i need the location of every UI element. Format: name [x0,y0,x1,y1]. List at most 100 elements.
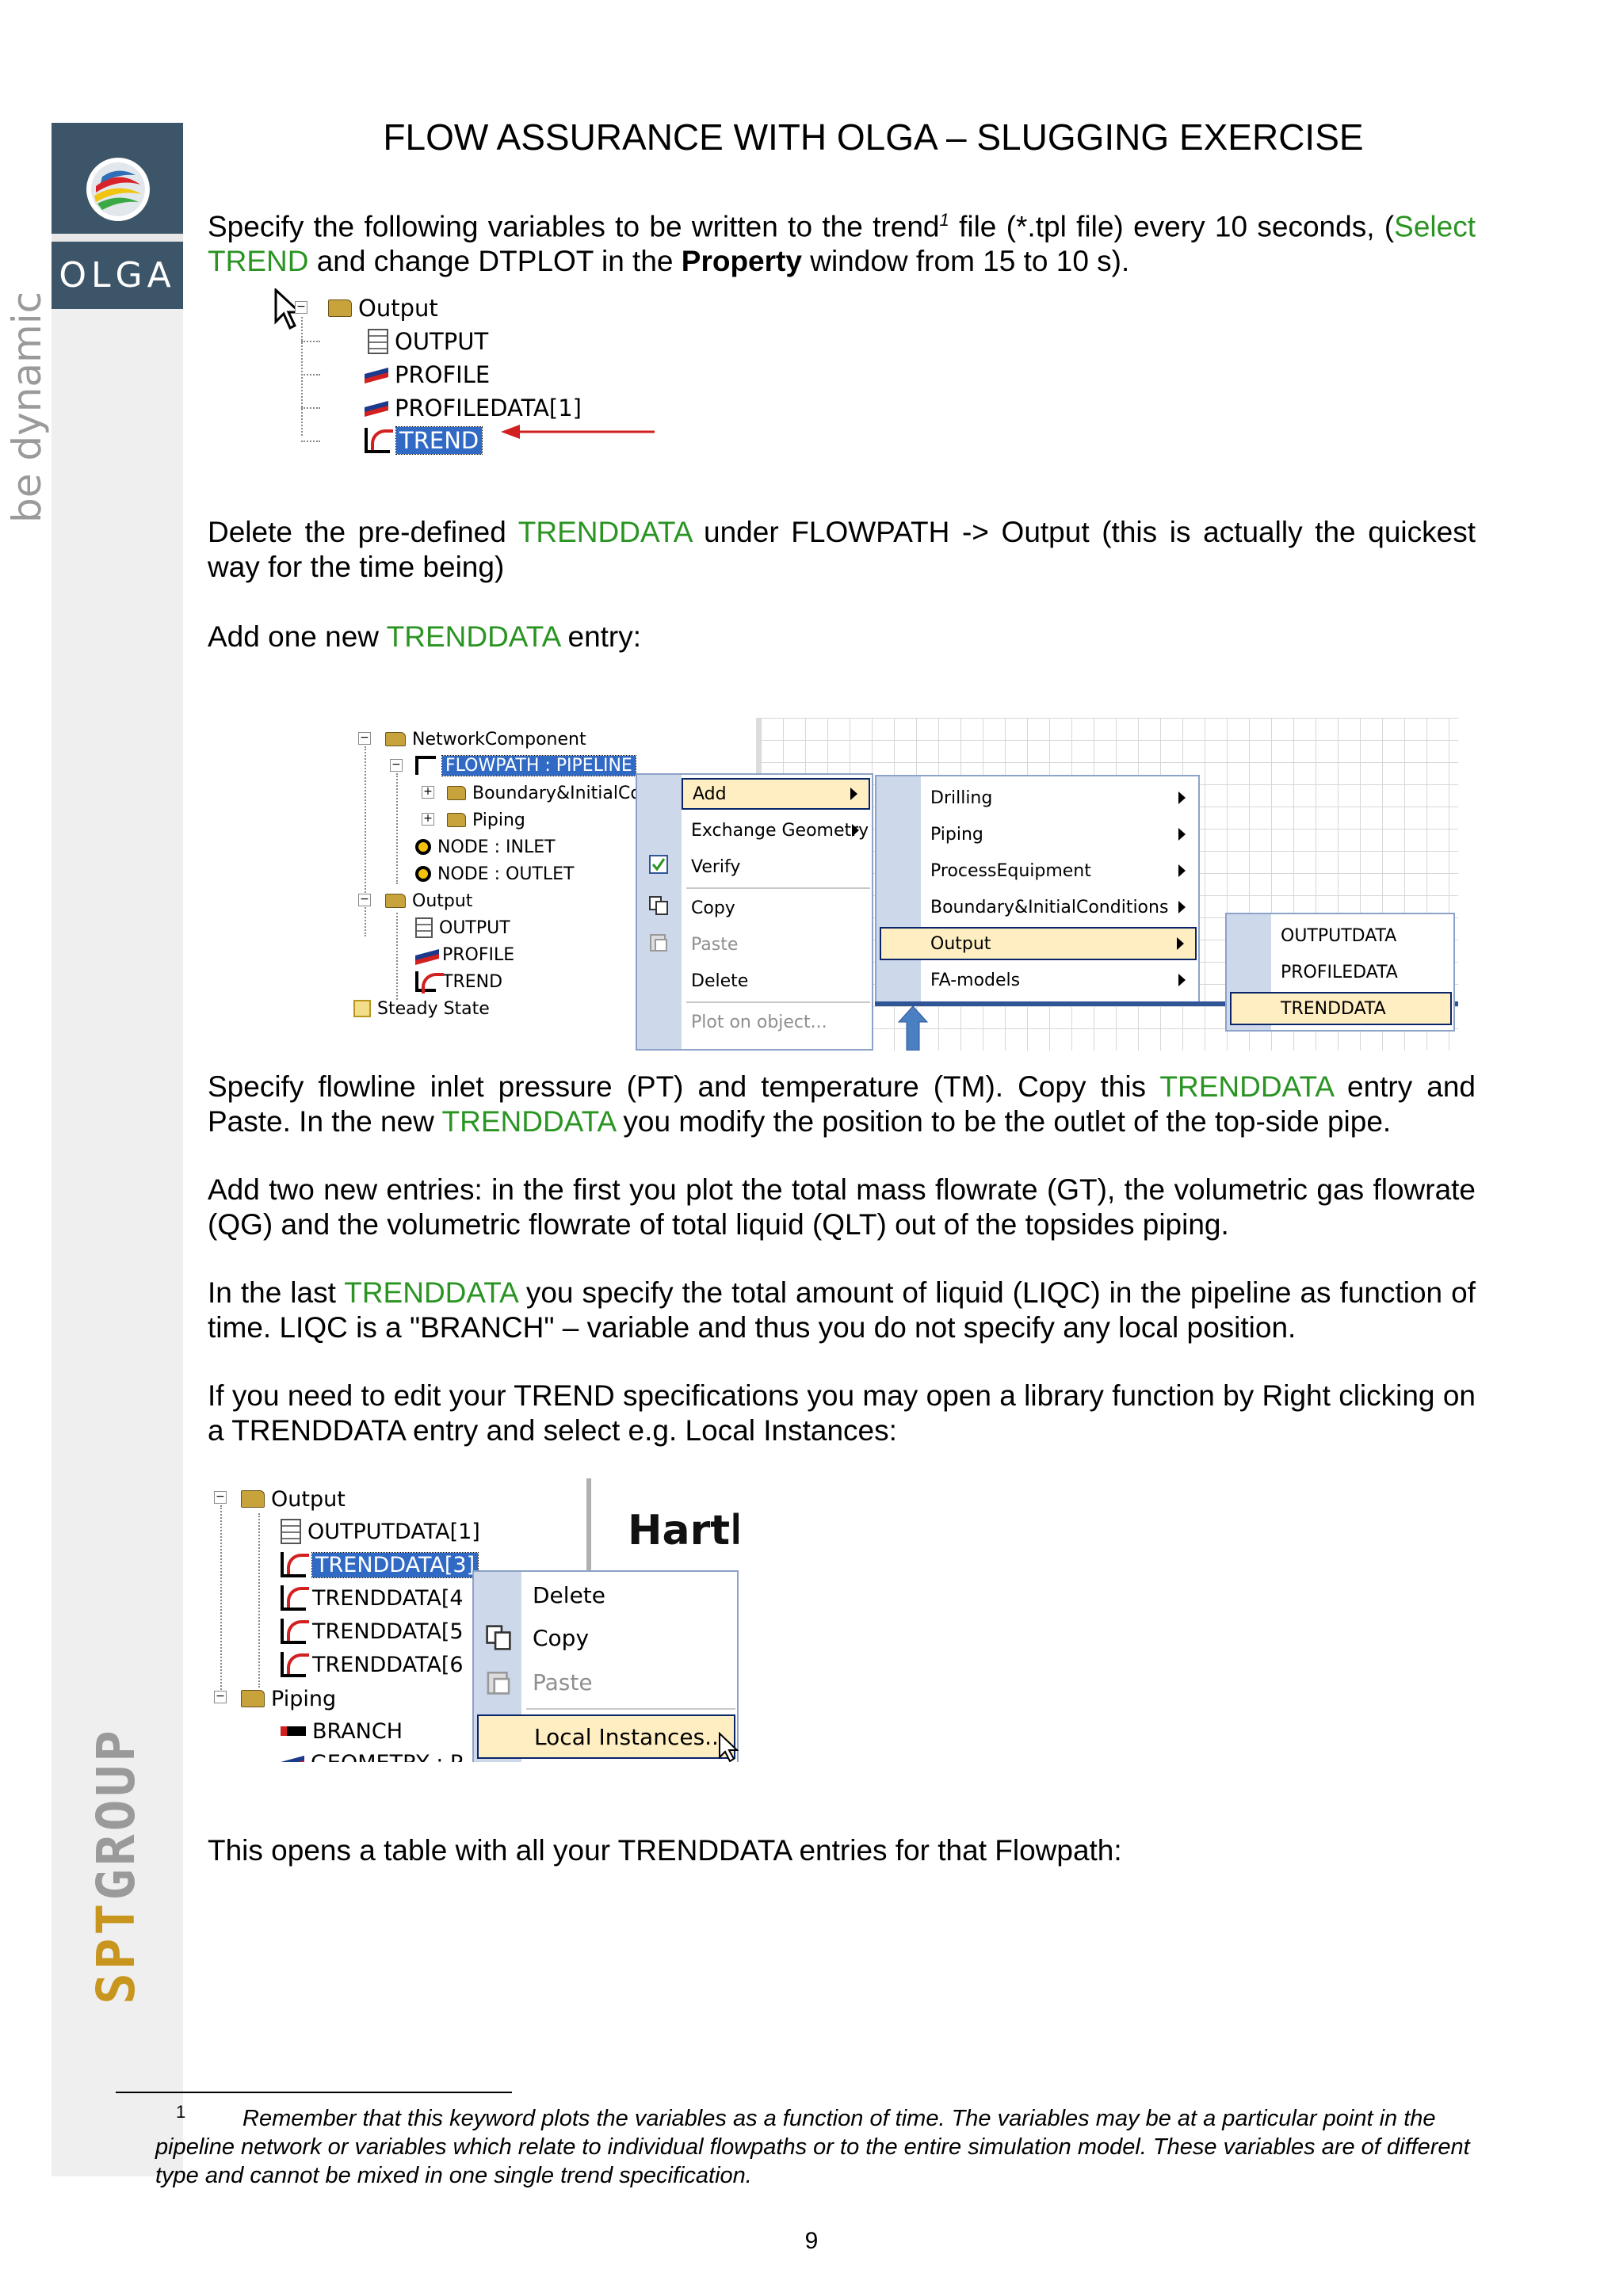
menu-item-output[interactable]: Output [880,927,1197,960]
menu-item-local-instances[interactable]: Local Instances... [477,1714,735,1759]
footnote-mark: 1 [176,2102,186,2122]
menu-item-plot-on-object[interactable]: Plot on object... [691,1012,827,1032]
footnote-ref: 1 [939,210,949,230]
screenshot-add-menu: − NetworkComponent − FLOWPATH : PIPELINE… [349,718,1458,1051]
paragraph-edit-trend: If you need to edit your TREND specifica… [208,1379,1476,1447]
tree-item-node-inlet[interactable]: NODE : INLET [415,835,556,859]
tree-item-profile[interactable]: PROFILE [365,360,490,390]
profile-icon [415,946,436,963]
tree-item-profile[interactable]: PROFILE [415,943,514,967]
background-text: Harth [628,1507,739,1554]
trend-icon [365,428,393,453]
paste-icon [487,1671,510,1695]
tree-item-geometry[interactable]: GEOMETRY : P [281,1748,463,1763]
tree-item-piping[interactable]: Piping [447,808,525,832]
menu-item-profiledata[interactable]: PROFILEDATA [1281,962,1398,982]
tree-item-trend[interactable]: TREND [365,425,483,456]
footnote-text: Remember that this keyword plots the var… [155,2106,1470,2188]
trend-icon [281,1585,309,1611]
submenu-add: Drilling Piping ProcessEquipment Boundar… [875,775,1200,1005]
page-title: FLOW ASSURANCE WITH OLGA – SLUGGING EXER… [383,116,1364,158]
menu-item-add[interactable]: Add [682,778,870,810]
paragraph-two-entries: Add two new entries: in the first you pl… [208,1173,1476,1241]
red-arrow-icon [501,425,655,439]
tree-item-node-outlet[interactable]: NODE : OUTLET [415,862,574,886]
menu-item-trenddata[interactable]: TRENDDATA [1230,992,1452,1025]
tree-item-profiledata[interactable]: PROFILEDATA[1] [365,393,582,423]
company-logo: SPTGROUP [86,1727,147,2004]
tree-item-piping[interactable]: Piping [241,1684,336,1713]
page-number: 9 [804,2228,819,2254]
document-icon [368,329,388,354]
tree-item-outputdata[interactable]: OUTPUTDATA[1] [281,1516,480,1547]
olga-logo: OLGA [52,123,183,309]
menu-item-paste[interactable]: Paste [533,1669,593,1695]
tree-item-output[interactable]: Output [328,293,438,323]
menu-item-delete[interactable]: Delete [691,971,749,991]
flowpath-icon [415,756,436,775]
profile-icon [365,398,388,418]
tree-item-output[interactable]: Output [241,1485,346,1513]
trend-icon [415,971,444,994]
tree-item-trenddata-6[interactable]: TRENDDATA[6 [281,1650,464,1680]
tree-item-trend[interactable]: TREND [415,970,502,994]
paste-icon [650,934,667,952]
menu-item-exchange-geometry[interactable]: Exchange Geometry [691,820,869,841]
tree-item-output-data[interactable]: OUTPUT [368,326,488,357]
geometry-icon [281,1753,304,1762]
menu-item-verify[interactable]: Verify [691,856,741,877]
tree-item-boundary[interactable]: Boundary&InitialCo [447,781,641,805]
menu-item-outputdata[interactable]: OUTPUTDATA [1281,925,1397,946]
menu-item-paste[interactable]: Paste [691,934,739,955]
tree-item-output[interactable]: Output [385,889,472,913]
copy-icon [649,896,668,915]
footnote-separator [116,2092,512,2093]
screenshot-local-instances: Harth − Output OUTPUTDATA[1] TRENDDATA[3… [208,1478,739,1762]
sidebar-band [52,123,183,2176]
submenu-output: OUTPUTDATA PROFILEDATA TRENDDATA [1225,913,1455,1032]
folder-icon [328,299,352,317]
context-menu: Delete Copy Paste Local Instances... [472,1570,739,1762]
paragraph-delete-trenddata: Delete the pre-defined TRENDDATA under F… [208,516,1476,583]
menu-item-copy[interactable]: Copy [533,1624,590,1651]
node-icon [415,839,431,855]
tree-item-steady-state[interactable]: Steady State [353,997,490,1020]
paragraph-liqc: In the last TRENDDATA you specify the to… [208,1276,1476,1344]
tagline: be dynamic [4,291,50,523]
screenshot-output-tree: − Output OUTPUT PROFILE PROFILEDATA[1] T… [269,285,666,467]
menu-item-fa-models[interactable]: FA-models [921,963,1197,997]
paragraph-add-trenddata: Add one new TRENDDATA entry: [208,620,642,653]
document-icon [281,1519,301,1544]
menu-item-copy[interactable]: Copy [691,898,735,918]
tree-item-networkcomponent[interactable]: NetworkComponent [385,727,586,751]
olga-logo-text: OLGA [52,242,183,309]
trend-icon [281,1619,309,1644]
menu-item-boundary-initial-conditions[interactable]: Boundary&InitialConditions [921,891,1197,924]
tree-item-flowpath[interactable]: FLOWPATH : PIPELINE [415,753,636,778]
tree-item-branch[interactable]: BRANCH [281,1716,403,1746]
paragraph-trend-intro: Specify the following variables to be wr… [208,210,1476,278]
tree-item-trenddata-4[interactable]: TRENDDATA[4 [281,1583,464,1613]
profile-icon [365,364,388,385]
document-icon [415,917,433,938]
verify-icon [649,855,668,874]
trend-icon [281,1552,309,1577]
menu-item-delete[interactable]: Delete [533,1581,605,1608]
tree-item-output-data[interactable]: OUTPUT [415,916,510,940]
paragraph-copy-paste: Specify flowline inlet pressure (PT) and… [208,1070,1476,1138]
tree-item-trenddata-3[interactable]: TRENDDATA[3] [281,1550,479,1580]
up-arrow-icon [897,1005,929,1051]
olga-swirl-icon [86,158,150,221]
trend-icon [281,1652,309,1677]
paragraph-table-intro: This opens a table with all your TRENDDA… [208,1834,1122,1867]
copy-icon [486,1625,511,1650]
context-menu: Add Exchange Geometry Verify Copy Paste … [636,773,873,1051]
tree-item-trenddata-5[interactable]: TRENDDATA[5 [281,1616,464,1646]
menu-item-process-equipment[interactable]: ProcessEquipment [921,854,1197,887]
steady-state-icon [353,1000,371,1017]
node-icon [415,866,431,882]
menu-item-drilling[interactable]: Drilling [921,781,1197,814]
branch-icon [281,1726,306,1736]
menu-item-piping[interactable]: Piping [921,818,1197,851]
mouse-cursor-icon [719,1732,739,1762]
